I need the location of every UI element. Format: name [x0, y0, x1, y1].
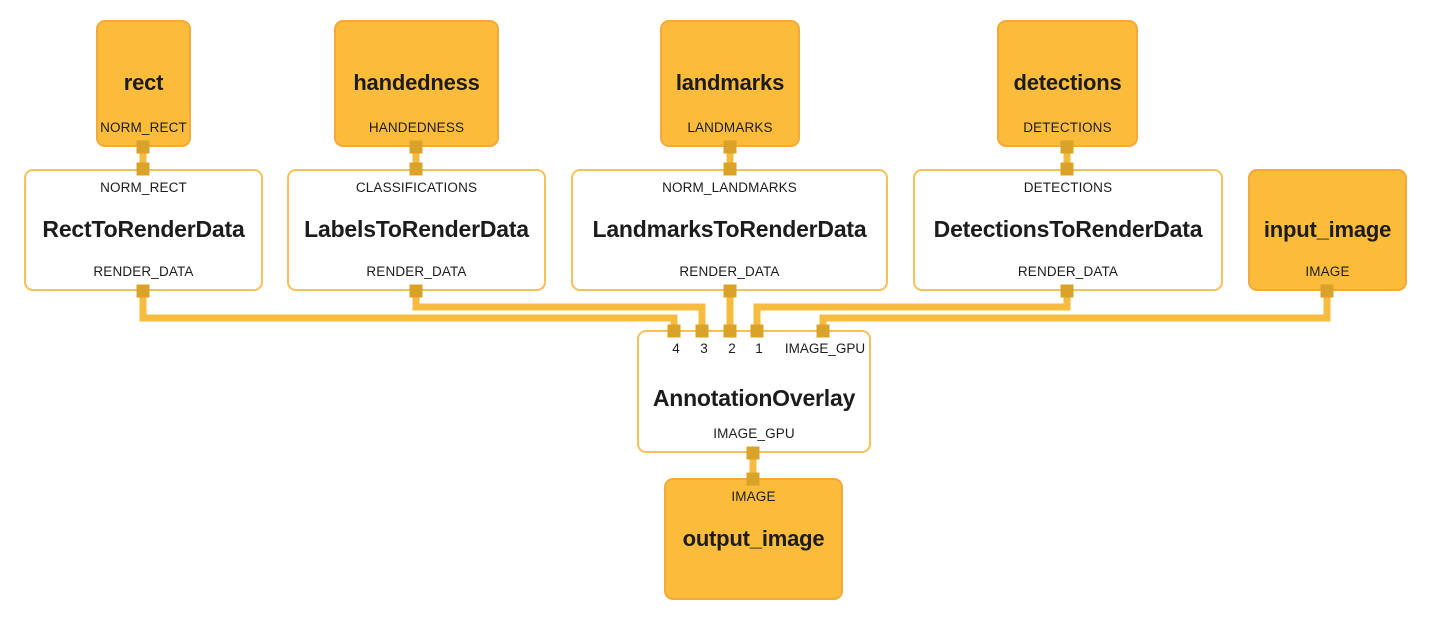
pin-landmarkstorenderdata-in [723, 162, 737, 176]
calculator-node-detectionstorenderdata[interactable]: DETECTIONS DetectionsToRenderData RENDER… [913, 169, 1223, 291]
port-label-top: NORM_RECT [100, 180, 187, 195]
stream-node-rect[interactable]: rect NORM_RECT [96, 20, 191, 147]
node-title: DetectionsToRenderData [933, 216, 1203, 243]
port-label-bottom: RENDER_DATA [93, 263, 194, 279]
calculator-node-recttorenderdata[interactable]: NORM_RECT RectToRenderData RENDER_DATA [24, 169, 263, 291]
node-title: landmarks [675, 70, 785, 96]
wire-recttorenderdata-to-overlay-4 [139, 291, 678, 331]
stream-node-landmarks[interactable]: landmarks LANDMARKS [660, 20, 800, 147]
port-label-bottom: RENDER_DATA [1017, 263, 1119, 279]
pin-outputimage-in [746, 472, 760, 486]
wire-labelstorenderdata-to-overlay-3 [412, 291, 706, 331]
calculator-node-annotationoverlay[interactable]: 4 3 2 1 IMAGE_GPU AnnotationOverlay IMAG… [637, 330, 871, 453]
node-title: AnnotationOverlay [652, 384, 856, 411]
port-label-bottom: IMAGE [1305, 263, 1350, 279]
port-label-top: NORM_LANDMARKS [662, 180, 797, 195]
stream-node-handedness[interactable]: handedness HANDEDNESS [334, 20, 499, 147]
pin-detectionstorenderdata-in [1060, 162, 1074, 176]
stream-node-detections[interactable]: detections DETECTIONS [997, 20, 1138, 147]
wire-inputimage-to-overlay-imagegpu [819, 291, 1331, 331]
pin-handedness-out [409, 140, 423, 154]
input-port-label-imagegpu: IMAGE_GPU [784, 341, 866, 356]
input-port-label-4: 4 [672, 341, 680, 356]
node-title: LabelsToRenderData [304, 216, 529, 243]
node-title: handedness [353, 70, 480, 96]
pin-landmarkstorenderdata-out [723, 284, 737, 298]
port-label-bottom: IMAGE_GPU [713, 425, 795, 441]
pin-overlay-out [746, 446, 760, 460]
pin-inputimage-out [1320, 284, 1334, 298]
calculator-node-labelstorenderdata[interactable]: CLASSIFICATIONS LabelsToRenderData RENDE… [287, 169, 546, 291]
input-ports-row: 4 3 2 1 IMAGE_GPU [639, 342, 869, 358]
port-label-bottom: RENDER_DATA [366, 263, 467, 279]
pin-labelstorenderdata-out [409, 284, 423, 298]
wire-detectionstorenderdata-to-overlay-1 [753, 291, 1071, 331]
port-label-bottom: LANDMARKS [687, 119, 773, 135]
stream-node-outputimage[interactable]: IMAGE output_image [664, 478, 843, 600]
pin-detectionstorenderdata-out [1060, 284, 1074, 298]
node-title: rect [123, 70, 164, 96]
pin-detections-out [1060, 140, 1074, 154]
stream-node-inputimage[interactable]: input_image IMAGE [1248, 169, 1407, 291]
pin-overlay-in-imagegpu [816, 324, 830, 338]
node-title: detections [1013, 70, 1122, 96]
port-label-top: DETECTIONS [1023, 180, 1113, 195]
node-title: RectToRenderData [42, 216, 245, 243]
pin-overlay-in-4 [667, 324, 681, 338]
pin-recttorenderdata-out [136, 284, 150, 298]
port-label-bottom: RENDER_DATA [679, 263, 780, 279]
port-label-top: CLASSIFICATIONS [355, 180, 478, 195]
port-label-top: IMAGE [731, 489, 776, 504]
input-port-label-2: 2 [728, 341, 736, 356]
port-label-bottom: DETECTIONS [1023, 119, 1112, 135]
pin-overlay-in-1 [750, 324, 764, 338]
port-label-bottom: HANDEDNESS [368, 119, 465, 135]
pin-rect-out [136, 140, 150, 154]
input-port-label-1: 1 [755, 341, 763, 356]
pin-labelstorenderdata-in [409, 162, 423, 176]
port-label-bottom: NORM_RECT [100, 119, 187, 135]
pin-landmarks-out [723, 140, 737, 154]
pin-recttorenderdata-in [136, 162, 150, 176]
pin-overlay-in-3 [695, 324, 709, 338]
node-title: output_image [682, 525, 825, 551]
input-port-label-3: 3 [700, 341, 708, 356]
node-title: LandmarksToRenderData [592, 216, 867, 243]
node-title: input_image [1263, 216, 1392, 242]
calculator-node-landmarkstorenderdata[interactable]: NORM_LANDMARKS LandmarksToRenderData REN… [571, 169, 888, 291]
pin-overlay-in-2 [723, 324, 737, 338]
